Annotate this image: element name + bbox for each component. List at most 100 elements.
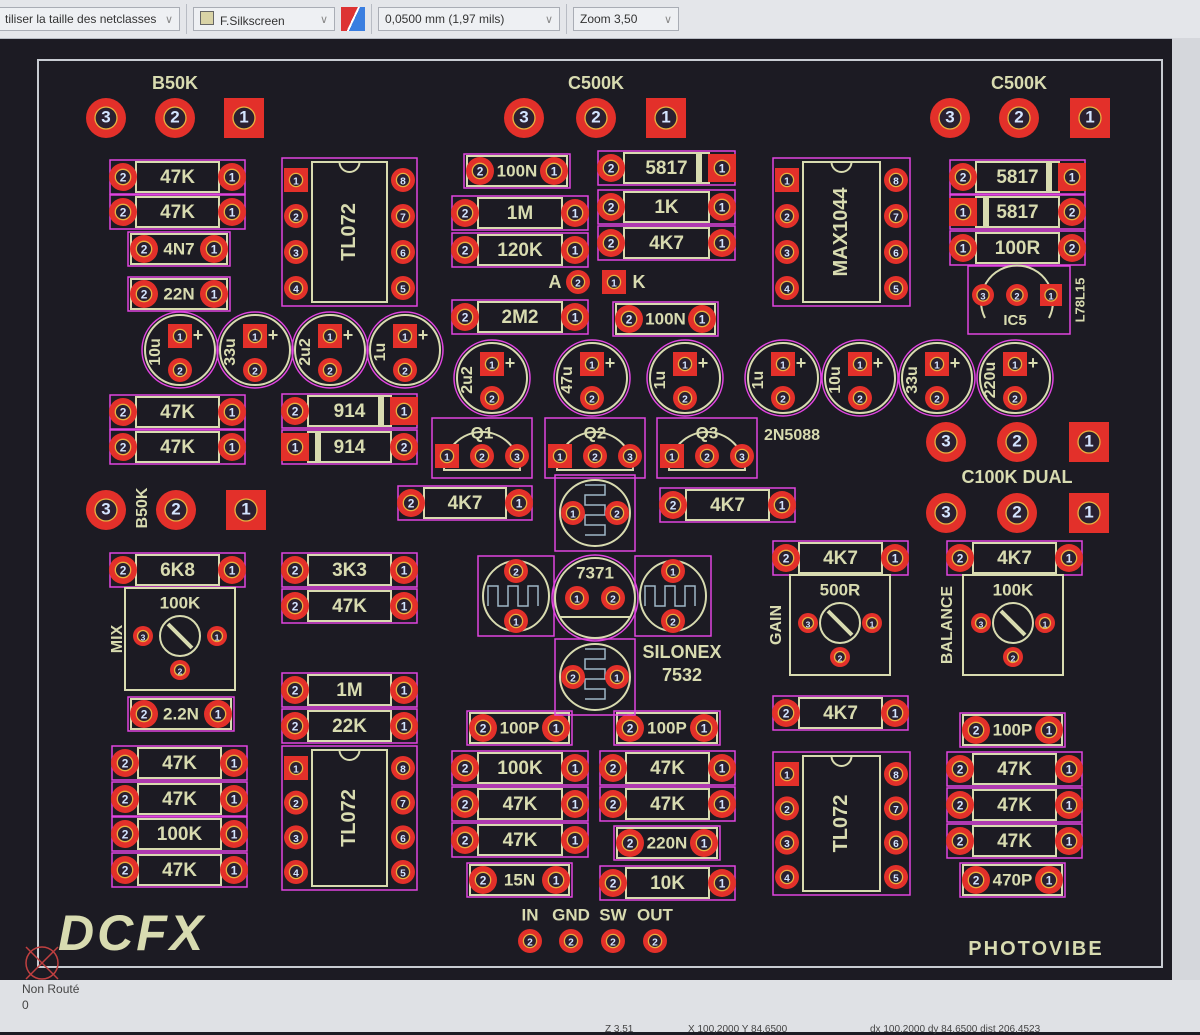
- connector-pin-in[interactable]: IN2: [518, 905, 542, 953]
- photoresistor[interactable]: 21: [477, 555, 555, 637]
- photoresistor[interactable]: 12: [634, 555, 712, 637]
- pad-number: 1: [553, 722, 560, 736]
- zoom-select[interactable]: Zoom 3,50∨: [573, 7, 679, 31]
- right-scrollbar[interactable]: [1172, 38, 1200, 980]
- electrolytic-capacitor[interactable]: 12+1u: [366, 311, 444, 389]
- electrolytic-capacitor[interactable]: 12+47u: [553, 339, 631, 417]
- connector-pin-sw[interactable]: SW2: [599, 905, 628, 953]
- layer-select[interactable]: F.Silkscreen∨: [193, 7, 335, 31]
- electrolytic-capacitor[interactable]: 12+33u: [216, 311, 294, 389]
- electrolytic-capacitor[interactable]: 12+10u: [821, 339, 899, 417]
- electrolytic-capacitor[interactable]: 12+33u: [898, 339, 976, 417]
- polarity-mark: +: [268, 325, 279, 345]
- electrolytic-capacitor[interactable]: 12+2u2: [453, 339, 531, 417]
- electrolytic-capacitor[interactable]: 12+2u2: [291, 311, 369, 389]
- electrolytic-capacitor[interactable]: 12+1u: [646, 339, 724, 417]
- pad-number: 2: [120, 441, 127, 455]
- netclass-size-select[interactable]: tiliser la taille des netclasses∨: [0, 7, 180, 31]
- electrolytic-capacitor[interactable]: 12+220u: [976, 339, 1054, 417]
- pad-hole: [604, 874, 622, 892]
- layer-pair-icon[interactable]: [341, 7, 365, 31]
- electrolytic-capacitor[interactable]: 12+10u: [141, 311, 219, 389]
- pad-hole: [225, 825, 243, 843]
- electrolytic-capacitor[interactable]: 12+1u: [744, 339, 822, 417]
- grid-select[interactable]: 0,0500 mm (1,97 mils)∨: [378, 7, 560, 31]
